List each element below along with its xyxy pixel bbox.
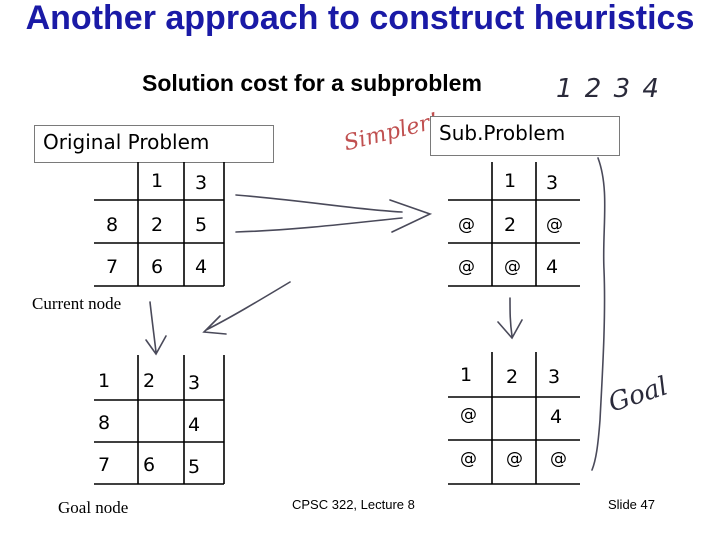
subgoal-cell: @ bbox=[460, 449, 477, 469]
original-problem-label: Original Problem bbox=[34, 125, 274, 163]
arrow-down-current bbox=[145, 301, 167, 356]
subproblem-cell: 1 bbox=[504, 170, 517, 192]
slide-subtitle: Solution cost for a subproblem bbox=[142, 70, 482, 96]
goal-cell: 2 bbox=[143, 370, 156, 392]
subproblem-label: Sub.Problem bbox=[430, 116, 620, 156]
handwritten-numbers: 1 2 3 4 bbox=[556, 74, 661, 104]
arrow-diagonal bbox=[202, 281, 291, 335]
original-cell: 4 bbox=[195, 256, 208, 278]
subproblem-cell: @ bbox=[504, 257, 521, 277]
goal-cell: 7 bbox=[98, 454, 111, 476]
subgoal-cell: 4 bbox=[550, 406, 563, 428]
original-cell: 3 bbox=[195, 172, 208, 194]
subproblem-cell: @ bbox=[546, 215, 563, 235]
subproblem-cell: @ bbox=[458, 215, 475, 235]
goal-node-label: Goal node bbox=[58, 498, 129, 517]
goal-cell: 1 bbox=[98, 370, 111, 392]
footer-slide-number: Slide 47 bbox=[608, 497, 655, 512]
subgoal-grid-lines bbox=[448, 352, 580, 485]
goal-cell: 3 bbox=[188, 372, 201, 394]
goal-grid-lines bbox=[94, 355, 225, 485]
original-cell: 1 bbox=[151, 170, 164, 192]
handdrawn-arrows bbox=[145, 157, 606, 471]
goal-cell: 5 bbox=[188, 456, 201, 478]
subgoal-cell: 1 bbox=[460, 364, 473, 386]
subproblem-cell: 4 bbox=[546, 256, 559, 278]
subgoal-cell: @ bbox=[550, 449, 567, 469]
subgoal-cell: 3 bbox=[548, 366, 561, 388]
subproblem-cell: @ bbox=[458, 257, 475, 277]
original-cell: 6 bbox=[151, 256, 164, 278]
original-cell: 8 bbox=[106, 214, 119, 236]
original-cell: 7 bbox=[106, 256, 119, 278]
original-cell: 2 bbox=[151, 214, 164, 236]
arrow-to-subproblem bbox=[235, 194, 433, 233]
subgoal-cell: @ bbox=[506, 449, 523, 469]
arrow-right-curve bbox=[591, 157, 606, 471]
subproblem-cell: 3 bbox=[546, 172, 559, 194]
footer-course: CPSC 322, Lecture 8 bbox=[292, 497, 415, 512]
goal-cell: 6 bbox=[143, 454, 156, 476]
subproblem-cell: 2 bbox=[504, 214, 517, 236]
original-cell: 5 bbox=[195, 214, 208, 236]
subgoal-cell: 2 bbox=[506, 366, 519, 388]
slide-title: Another approach to construct heuristics bbox=[25, 0, 695, 37]
original-grid-lines bbox=[94, 162, 225, 287]
arrow-down-subgoal bbox=[497, 297, 523, 340]
goal-cell: 4 bbox=[188, 414, 201, 436]
subgoal-cell: @ bbox=[460, 405, 477, 425]
current-node-label: Current node bbox=[32, 294, 122, 313]
goal-cell: 8 bbox=[98, 412, 111, 434]
subproblem-grid-lines bbox=[448, 162, 580, 287]
